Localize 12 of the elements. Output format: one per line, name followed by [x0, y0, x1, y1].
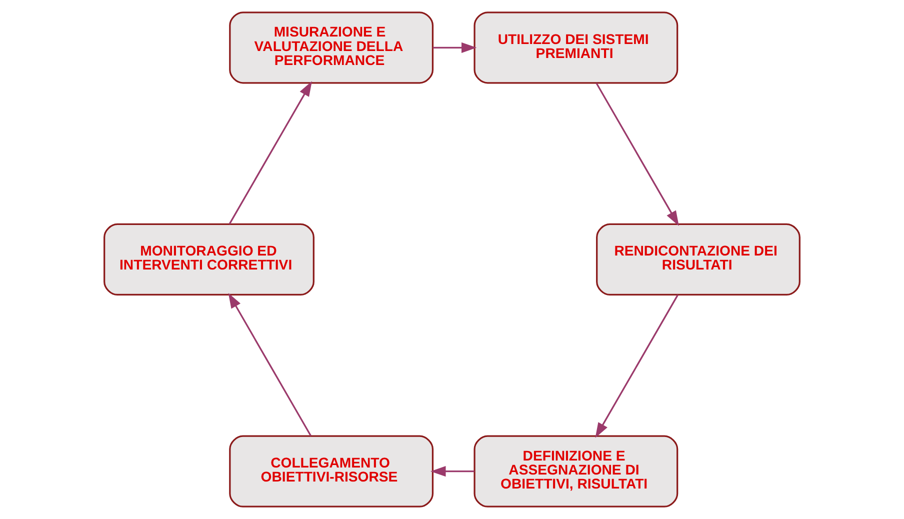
node-box: DEFINIZIONE E ASSEGNAZIONE DI OBIETTIVI, RISULTATI	[474, 435, 678, 508]
node-box: MISURAZIONE E VALUTAZIONE DELLA PERFORMANCE	[229, 12, 434, 84]
node-box: UTILIZZO DEI SISTEMI PREMIANTI	[474, 12, 678, 84]
arrow	[228, 81, 312, 224]
node-box: RENDICONTAZIONE DEI RISULTATI	[596, 223, 800, 296]
arrow	[596, 82, 679, 226]
arrow	[228, 292, 312, 436]
arrow	[432, 42, 477, 53]
node-box: COLLEGAMENTO OBIETTIVI-RISORSE	[229, 435, 434, 508]
node-box: MONITORAGGIO ED INTERVENTI CORRETTIVI	[104, 223, 314, 296]
arrow	[595, 294, 678, 438]
arrow	[430, 466, 474, 477]
